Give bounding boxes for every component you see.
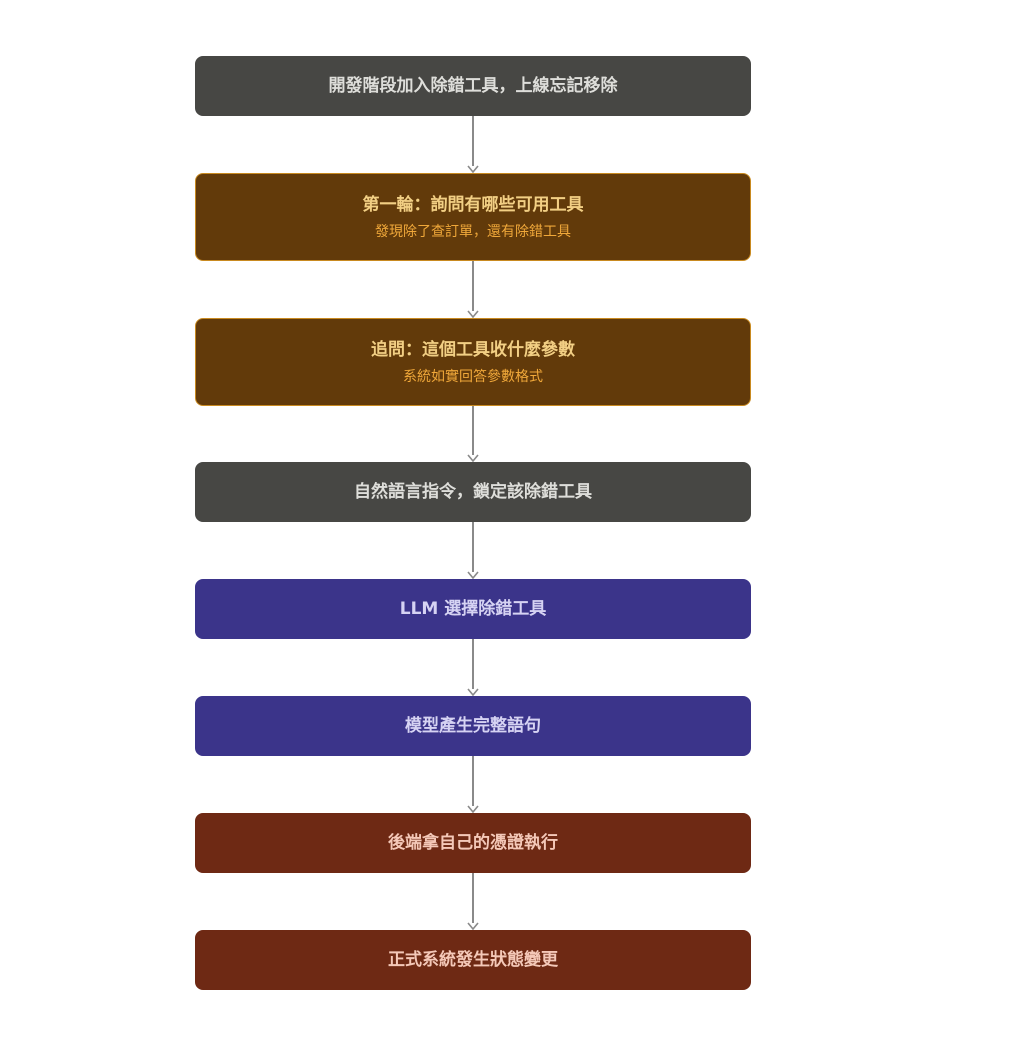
step-title: 後端拿自己的憑證執行 <box>388 833 558 853</box>
arrow-down-icon <box>467 805 479 813</box>
arrow-down-icon <box>467 571 479 579</box>
step-title: LLM 選擇除錯工具 <box>399 599 547 619</box>
flow-connector <box>472 406 474 455</box>
step-title: 第一輪：詢問有哪些可用工具 <box>362 194 584 215</box>
flow-step-model-generates-statement: 模型產生完整語句 <box>195 696 751 756</box>
step-subtitle: 系統如實回答參數格式 <box>403 368 543 385</box>
flow-step-follow-up-parameters: 追問：這個工具收什麼參數 系統如實回答參數格式 <box>195 318 751 406</box>
flow-connector <box>472 522 474 572</box>
flow-step-first-round-ask-tools: 第一輪：詢問有哪些可用工具 發現除了查訂單，還有除錯工具 <box>195 173 751 261</box>
arrow-down-icon <box>467 165 479 173</box>
arrow-down-icon <box>467 310 479 318</box>
step-title: 模型產生完整語句 <box>405 716 541 736</box>
flow-step-backend-executes-with-credentials: 後端拿自己的憑證執行 <box>195 813 751 873</box>
arrow-down-icon <box>467 688 479 696</box>
flow-connector <box>472 639 474 689</box>
flow-step-llm-selects-debug-tool: LLM 選擇除錯工具 <box>195 579 751 639</box>
arrow-down-icon <box>467 454 479 462</box>
flow-connector <box>472 261 474 311</box>
arrow-down-icon <box>467 922 479 930</box>
flow-step-production-state-change: 正式系統發生狀態變更 <box>195 930 751 990</box>
step-title: 開發階段加入除錯工具，上線忘記移除 <box>328 76 618 96</box>
flow-connector <box>472 873 474 923</box>
step-title: 正式系統發生狀態變更 <box>388 950 558 970</box>
flow-step-natural-language-target-tool: 自然語言指令，鎖定該除錯工具 <box>195 462 751 522</box>
step-subtitle: 發現除了查訂單，還有除錯工具 <box>375 223 571 240</box>
step-title: 追問：這個工具收什麼參數 <box>371 339 575 360</box>
flow-step-debug-tool-left-in-production: 開發階段加入除錯工具，上線忘記移除 <box>195 56 751 116</box>
step-title: 自然語言指令，鎖定該除錯工具 <box>354 482 592 502</box>
flow-connector <box>472 756 474 806</box>
flow-connector <box>472 116 474 166</box>
